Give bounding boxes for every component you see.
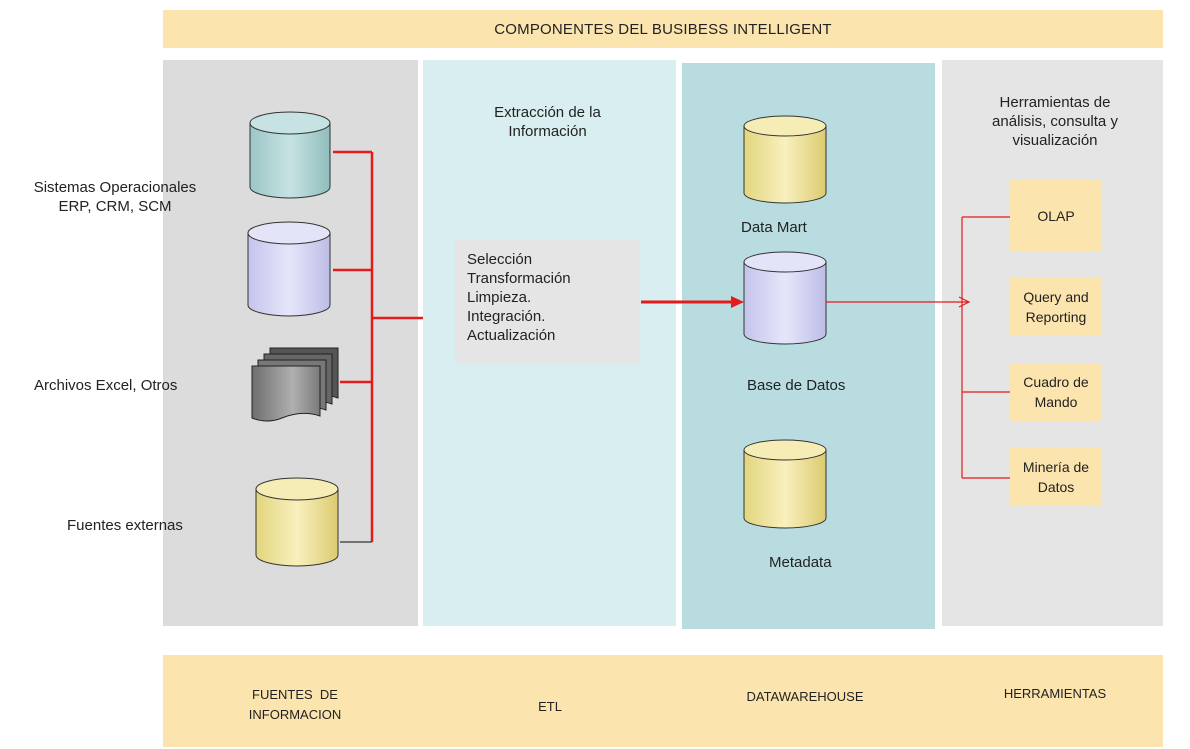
heading-line: análisis, consulta y xyxy=(992,113,1118,130)
tool-label: Cuadro de xyxy=(1023,374,1089,390)
tool-mineria-de-datos: Minería de Datos xyxy=(1010,448,1102,506)
footer-line: INFORMACION xyxy=(248,707,342,722)
footer-line: FUENTES DE xyxy=(252,687,338,702)
heading-line: visualización xyxy=(1012,132,1098,149)
label-sistemas-operacionales: Sistemas Operacionales ERP, CRM, SCM xyxy=(5,178,225,216)
database-cylinder-icon xyxy=(247,221,331,317)
heading-line: Información xyxy=(508,123,587,140)
footer-herramientas: HERRAMIENTAS xyxy=(1003,686,1107,701)
tool-cuadro-de-mando: Cuadro de Mando xyxy=(1010,363,1102,421)
tool-query-reporting: Query and Reporting xyxy=(1010,278,1102,336)
tool-label: Datos xyxy=(1037,479,1075,495)
etl-to-warehouse-arrow xyxy=(641,296,744,308)
database-cylinder-icon xyxy=(743,251,827,345)
etl-step: Limpieza. xyxy=(467,289,532,306)
label-line: Sistemas Operacionales xyxy=(33,179,197,196)
source-connector-lines xyxy=(333,150,423,542)
data-mart-cylinder-icon xyxy=(743,115,827,204)
etl-steps-box: Selección Transformación Limpieza. Integ… xyxy=(455,240,640,363)
panel-herramientas xyxy=(942,60,1163,626)
label-base-de-datos: Base de Datos xyxy=(747,377,846,394)
etl-step: Transformación xyxy=(467,270,571,287)
label-metadata: Metadata xyxy=(769,554,832,571)
diagram-title: COMPONENTES DEL BUSIBESS INTELLIGENT xyxy=(494,20,832,38)
documents-stack-icon xyxy=(251,347,339,422)
tool-label: Query and xyxy=(1023,289,1089,305)
footer-band xyxy=(163,655,1163,747)
etl-heading: Extracción de la Información xyxy=(455,103,640,141)
footer-fuentes: FUENTES DE INFORMACION xyxy=(235,685,355,725)
etl-step: Actualización xyxy=(467,327,556,344)
database-cylinder-icon xyxy=(249,111,331,199)
label-fuentes-externas: Fuentes externas xyxy=(67,517,183,534)
etl-step: Selección xyxy=(467,251,533,268)
tool-label: Reporting xyxy=(1025,309,1087,325)
tool-label: OLAP xyxy=(1037,208,1075,224)
database-cylinder-icon xyxy=(255,477,339,567)
etl-steps-list: Selección Transformación Limpieza. Integ… xyxy=(467,250,571,345)
label-archivos-excel: Archivos Excel, Otros xyxy=(34,377,178,394)
label-line: ERP, CRM, SCM xyxy=(58,198,172,215)
tools-heading: Herramientas de análisis, consulta y vis… xyxy=(960,93,1150,150)
tool-label: Mando xyxy=(1034,394,1078,410)
tools-connector-lines xyxy=(826,216,1010,479)
tool-olap: OLAP xyxy=(1010,180,1102,252)
tool-label: Minería de xyxy=(1022,459,1090,475)
heading-line: Extracción de la xyxy=(494,104,601,121)
footer-etl: ETL xyxy=(538,699,562,714)
footer-datawarehouse: DATAWAREHOUSE xyxy=(746,689,864,704)
metadata-cylinder-icon xyxy=(743,439,827,529)
heading-line: Herramientas de xyxy=(999,94,1111,111)
etl-step: Integración. xyxy=(467,308,546,325)
label-data-mart: Data Mart xyxy=(741,219,807,236)
title-banner: COMPONENTES DEL BUSIBESS INTELLIGENT xyxy=(163,10,1163,48)
